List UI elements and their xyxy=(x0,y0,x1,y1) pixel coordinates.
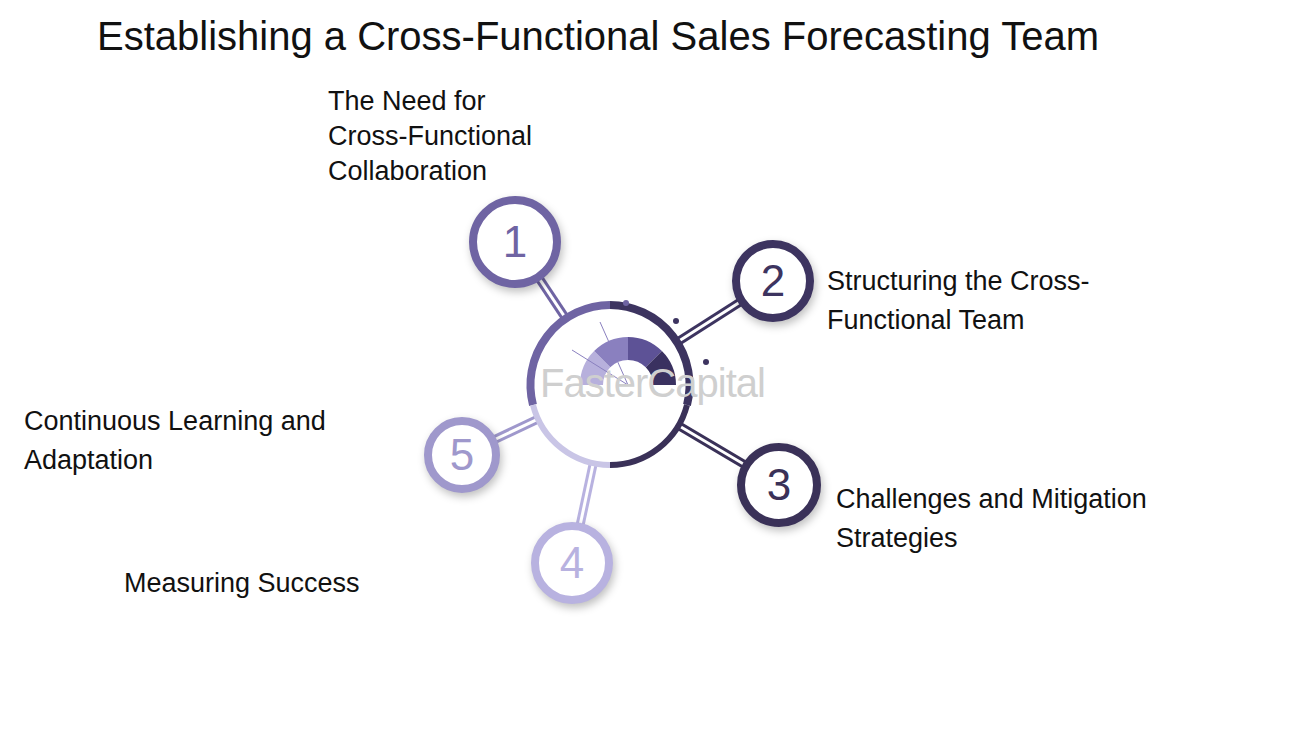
callout-number: 5 xyxy=(432,425,492,485)
step-heading: The Need for Cross-Functional Collaborat… xyxy=(328,84,568,189)
watermark: FasterCapital xyxy=(540,361,765,406)
step-heading: Structuring the Cross-Functional Team xyxy=(827,262,1157,340)
numbered-circle: 1The Need for Cross-Functional Collabora… xyxy=(469,196,561,288)
numbered-circle: 2Structuring the Cross-Functional Team xyxy=(732,240,814,322)
callout-number: 1 xyxy=(477,204,553,280)
callout-number: 3 xyxy=(745,451,813,519)
callout-number: 2 xyxy=(740,248,806,314)
numbered-circle: 3Challenges and Mitigation Strategies xyxy=(737,443,821,527)
numbered-circle: 4Measuring Success xyxy=(531,522,613,604)
spokes xyxy=(462,242,779,563)
step-heading: Challenges and Mitigation Strategies xyxy=(836,480,1206,558)
callout-number: 4 xyxy=(539,530,605,596)
diagram-title: Establishing a Cross-Functional Sales Fo… xyxy=(97,14,1099,59)
step-heading: Measuring Success xyxy=(124,564,360,603)
numbered-circle: 5Continuous Learning and Adaptation xyxy=(424,417,500,493)
step-heading: Continuous Learning and Adaptation xyxy=(24,402,374,480)
